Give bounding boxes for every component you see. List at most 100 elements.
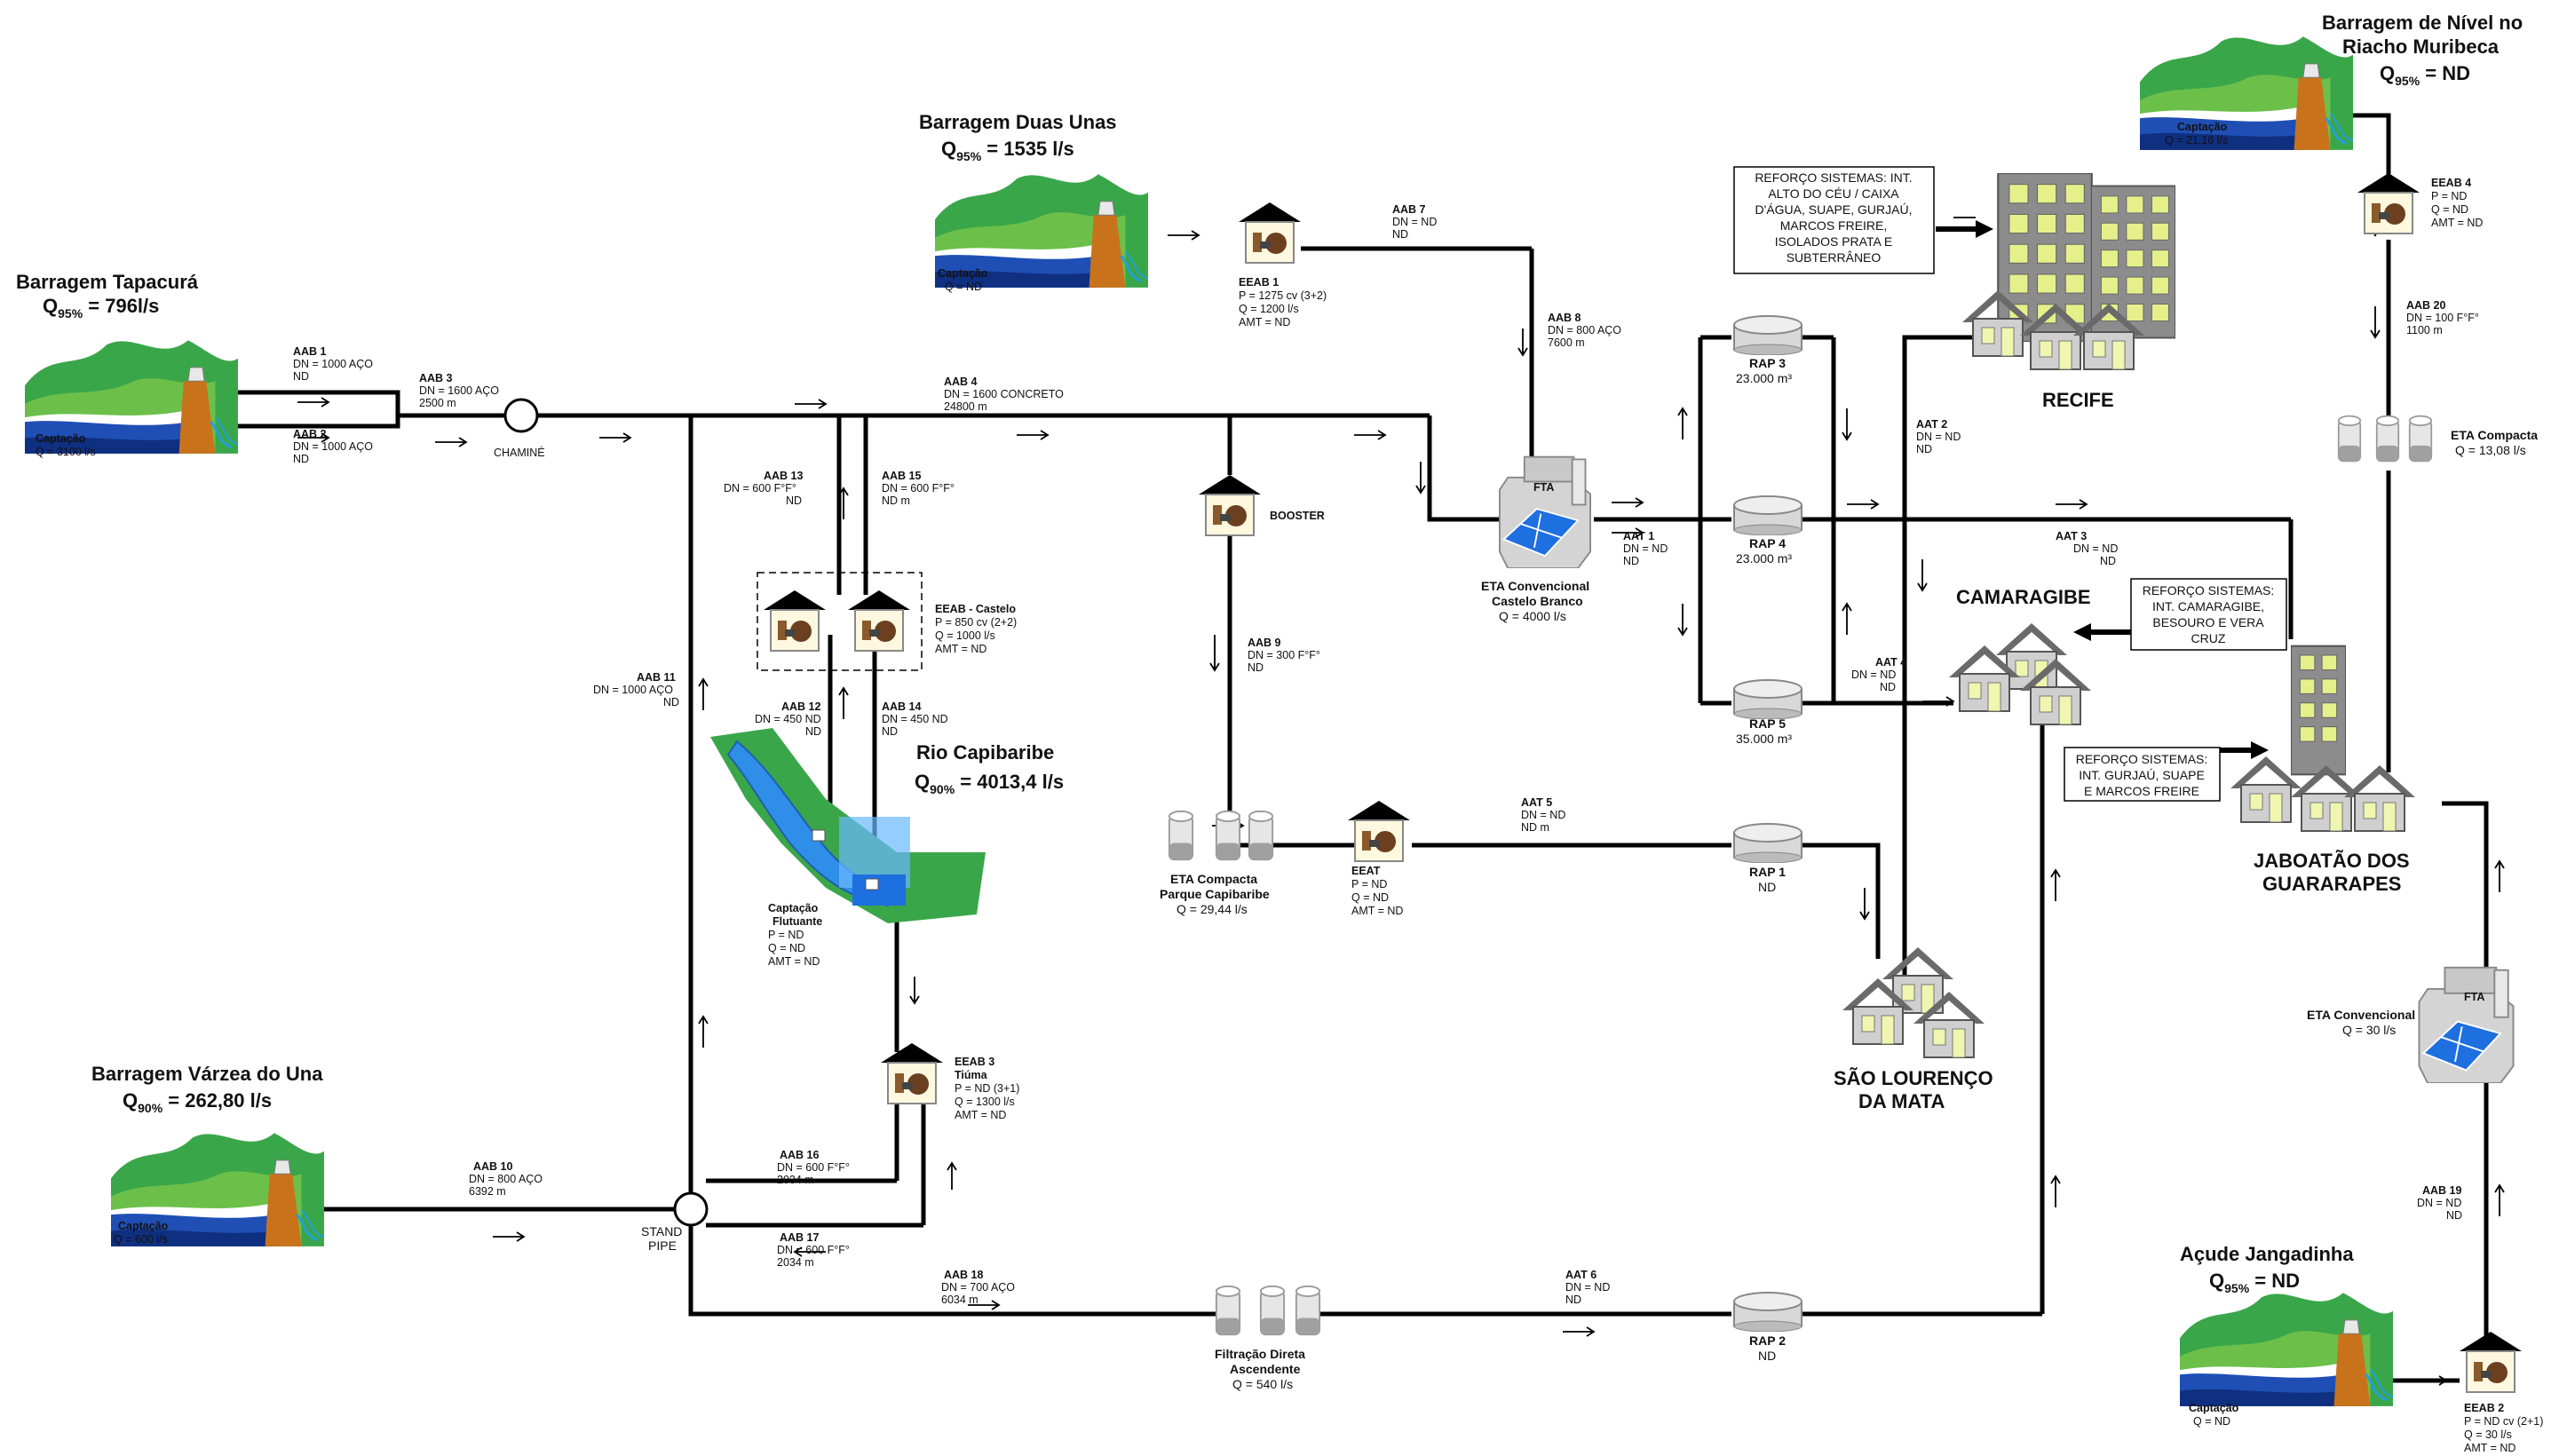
eta-castelo-icon bbox=[1498, 455, 1592, 568]
svg-text:6034 m: 6034 m bbox=[941, 1294, 978, 1306]
dam-tapacura: Barragem Tapacurá Q95% = 796l/s Captação… bbox=[16, 271, 238, 458]
castelo-name: EEAB - Castelo bbox=[935, 603, 1016, 615]
dam-jangadinha: Açude Jangadinha Q95% = ND Captação Q = … bbox=[2180, 1243, 2393, 1428]
filter-8-icon bbox=[2375, 415, 2400, 463]
svg-text:DN = 450 ND: DN = 450 ND bbox=[882, 713, 948, 725]
pump-castelo: EEAB - Castelo P = 850 cv (2+2) Q = 1000… bbox=[757, 572, 1017, 671]
city-jaboatao: JABOATÃO DOS GUARARAPES bbox=[2230, 645, 2415, 895]
rap3-v: 23.000 m³ bbox=[1736, 371, 1792, 385]
dam-jangadinha-icon bbox=[2180, 1291, 2393, 1407]
svg-text:ND: ND bbox=[1565, 1294, 1581, 1306]
pump-castelo-icon-2 bbox=[848, 590, 910, 652]
rio-capibaribe: Rio Capibaribe Q90% = 4013,4 l/s Captaçã… bbox=[710, 728, 1064, 968]
eta-compacta-l1: ETA Compacta bbox=[2451, 428, 2538, 442]
svg-text:AAB 10: AAB 10 bbox=[473, 1160, 513, 1173]
eeab1-l3: AMT = ND bbox=[1239, 316, 1290, 328]
stand-pipe-junction bbox=[673, 1191, 709, 1227]
eeab1-l1: P = 1275 cv (3+2) bbox=[1239, 289, 1327, 302]
capibaribe-amt: AMT = ND bbox=[768, 955, 820, 968]
dam-varzea-capt: Captação bbox=[118, 1220, 169, 1232]
svg-text:AAB 11: AAB 11 bbox=[637, 671, 676, 684]
svg-text:AAB 3: AAB 3 bbox=[419, 372, 453, 384]
dam-tapacura-capt: Captação bbox=[36, 432, 86, 445]
camaragibe-label: CAMARAGIBE bbox=[1956, 586, 2091, 608]
eta-castelo-fta: FTA bbox=[1533, 481, 1554, 494]
rap1-name: RAP 1 bbox=[1749, 865, 1786, 879]
dam-jangadinha-q: Q95% = ND bbox=[2209, 1270, 2300, 1295]
svg-text:AAB 18: AAB 18 bbox=[944, 1269, 984, 1281]
rap3-icon bbox=[1732, 314, 1803, 355]
eta-compacta: ETA Compacta Q = 13,08 l/s bbox=[2337, 415, 2538, 463]
svg-text:AAB 12: AAB 12 bbox=[781, 700, 821, 713]
eeab2-l2: Q = 30 l/s bbox=[2464, 1428, 2512, 1441]
svg-text:AAT 1: AAT 1 bbox=[1623, 530, 1654, 542]
pump-eeat-icon bbox=[1348, 801, 1410, 862]
pump-booster: BOOSTER bbox=[1199, 475, 1325, 536]
svg-text:7600 m: 7600 m bbox=[1548, 336, 1585, 349]
svg-text:2034 m: 2034 m bbox=[777, 1174, 814, 1186]
svg-text:AAB 14: AAB 14 bbox=[882, 700, 922, 713]
label-aab9: AAB 9DN = 300 F°F°ND bbox=[1248, 637, 1320, 674]
eta-castelo-branco: FTA ETA Convencional Castelo Branco Q = … bbox=[1481, 455, 1592, 623]
svg-text:DN = 800 AÇO: DN = 800 AÇO bbox=[469, 1173, 543, 1185]
note-recife-line-3: D'ÁGUA, SUAPE, GURJAÚ, bbox=[1755, 202, 1913, 217]
pump-eeab2: EEAB 2 P = ND cv (2+1) Q = 30 l/s AMT = … bbox=[2460, 1332, 2543, 1454]
dam-jangadinha-capt: Captação bbox=[2189, 1402, 2239, 1414]
eeab4-l2: Q = ND bbox=[2431, 203, 2468, 216]
svg-text:DN = 600 F°F°: DN = 600 F°F° bbox=[882, 482, 955, 495]
note-camaragibe-line-2: INT. CAMARAGIBE, bbox=[2152, 599, 2264, 613]
svg-text:AAB 1: AAB 1 bbox=[293, 345, 327, 358]
svg-text:DN = 1000 AÇO: DN = 1000 AÇO bbox=[593, 684, 673, 696]
note-arrows bbox=[1936, 220, 2269, 759]
svg-text:AAB 15: AAB 15 bbox=[882, 470, 922, 482]
pump-eeat: EEAT P = ND Q = ND AMT = ND bbox=[1348, 801, 1410, 917]
sao-lourenco-label-2: DA MATA bbox=[1858, 1090, 1945, 1112]
svg-text:DN = 800 AÇO: DN = 800 AÇO bbox=[1548, 324, 1621, 336]
svg-text:DN = ND: DN = ND bbox=[2073, 542, 2118, 555]
svg-text:DN = ND: DN = ND bbox=[1392, 216, 1437, 228]
eta-convencional-icon bbox=[2418, 966, 2515, 1083]
pipe-network bbox=[233, 113, 2489, 1383]
dam-varzea: Barragem Várzea do Una Q90% = 262,80 l/s… bbox=[91, 1063, 324, 1247]
pump-eeab3: EEAB 3 Tiúma P = ND (3+1) Q = 1300 l/s A… bbox=[881, 1043, 1019, 1121]
eeab3-l2: Q = 1300 l/s bbox=[955, 1096, 1015, 1108]
dam-jangadinha-title: Açude Jangadinha bbox=[2180, 1243, 2354, 1265]
pump-castelo-icon-1 bbox=[764, 590, 826, 652]
rap1-icon bbox=[1732, 822, 1803, 863]
eeab2-name: EEAB 2 bbox=[2464, 1402, 2504, 1414]
dam-muribeca-capt-q: Q = 21,16 l/s bbox=[2165, 134, 2228, 146]
eeab1-l2: Q = 1200 l/s bbox=[1239, 303, 1299, 315]
filter-2-icon bbox=[1215, 810, 1241, 861]
note-camaragibe-line-4: CRUZ bbox=[2191, 631, 2226, 645]
dam-muribeca-q: Q95% = ND bbox=[2380, 62, 2470, 88]
svg-text:DN = 1000 AÇO: DN = 1000 AÇO bbox=[293, 358, 373, 370]
svg-text:ND: ND bbox=[2100, 555, 2116, 567]
eeat-l3: AMT = ND bbox=[1351, 905, 1403, 917]
eeat-l2: Q = ND bbox=[1351, 891, 1389, 904]
dam-muribeca-title-1: Barragem de Nível no bbox=[2322, 12, 2523, 34]
city-camaragibe: CAMARAGIBE bbox=[1949, 586, 2091, 725]
castelo-l2: Q = 1000 l/s bbox=[935, 629, 995, 642]
capibaribe-capt-1: Captação bbox=[768, 902, 819, 914]
eta-filtracao-l2: Ascendente bbox=[1230, 1362, 1301, 1376]
rap4-icon bbox=[1732, 495, 1803, 535]
eeab3-sub: Tiúma bbox=[955, 1069, 988, 1081]
booster-name: BOOSTER bbox=[1270, 510, 1325, 522]
capibaribe-qq: Q = ND bbox=[768, 942, 805, 954]
reservoir-rap1: RAP 1 ND bbox=[1732, 822, 1803, 894]
svg-text:ND: ND bbox=[786, 495, 802, 507]
svg-text:AAB 19: AAB 19 bbox=[2422, 1184, 2462, 1197]
eeab2-l3: AMT = ND bbox=[2464, 1442, 2516, 1454]
jaboatao-label-2: GUARARAPES bbox=[2262, 873, 2401, 895]
eeab3-l1: P = ND (3+1) bbox=[955, 1082, 1019, 1095]
svg-text:ND: ND bbox=[2446, 1209, 2462, 1222]
